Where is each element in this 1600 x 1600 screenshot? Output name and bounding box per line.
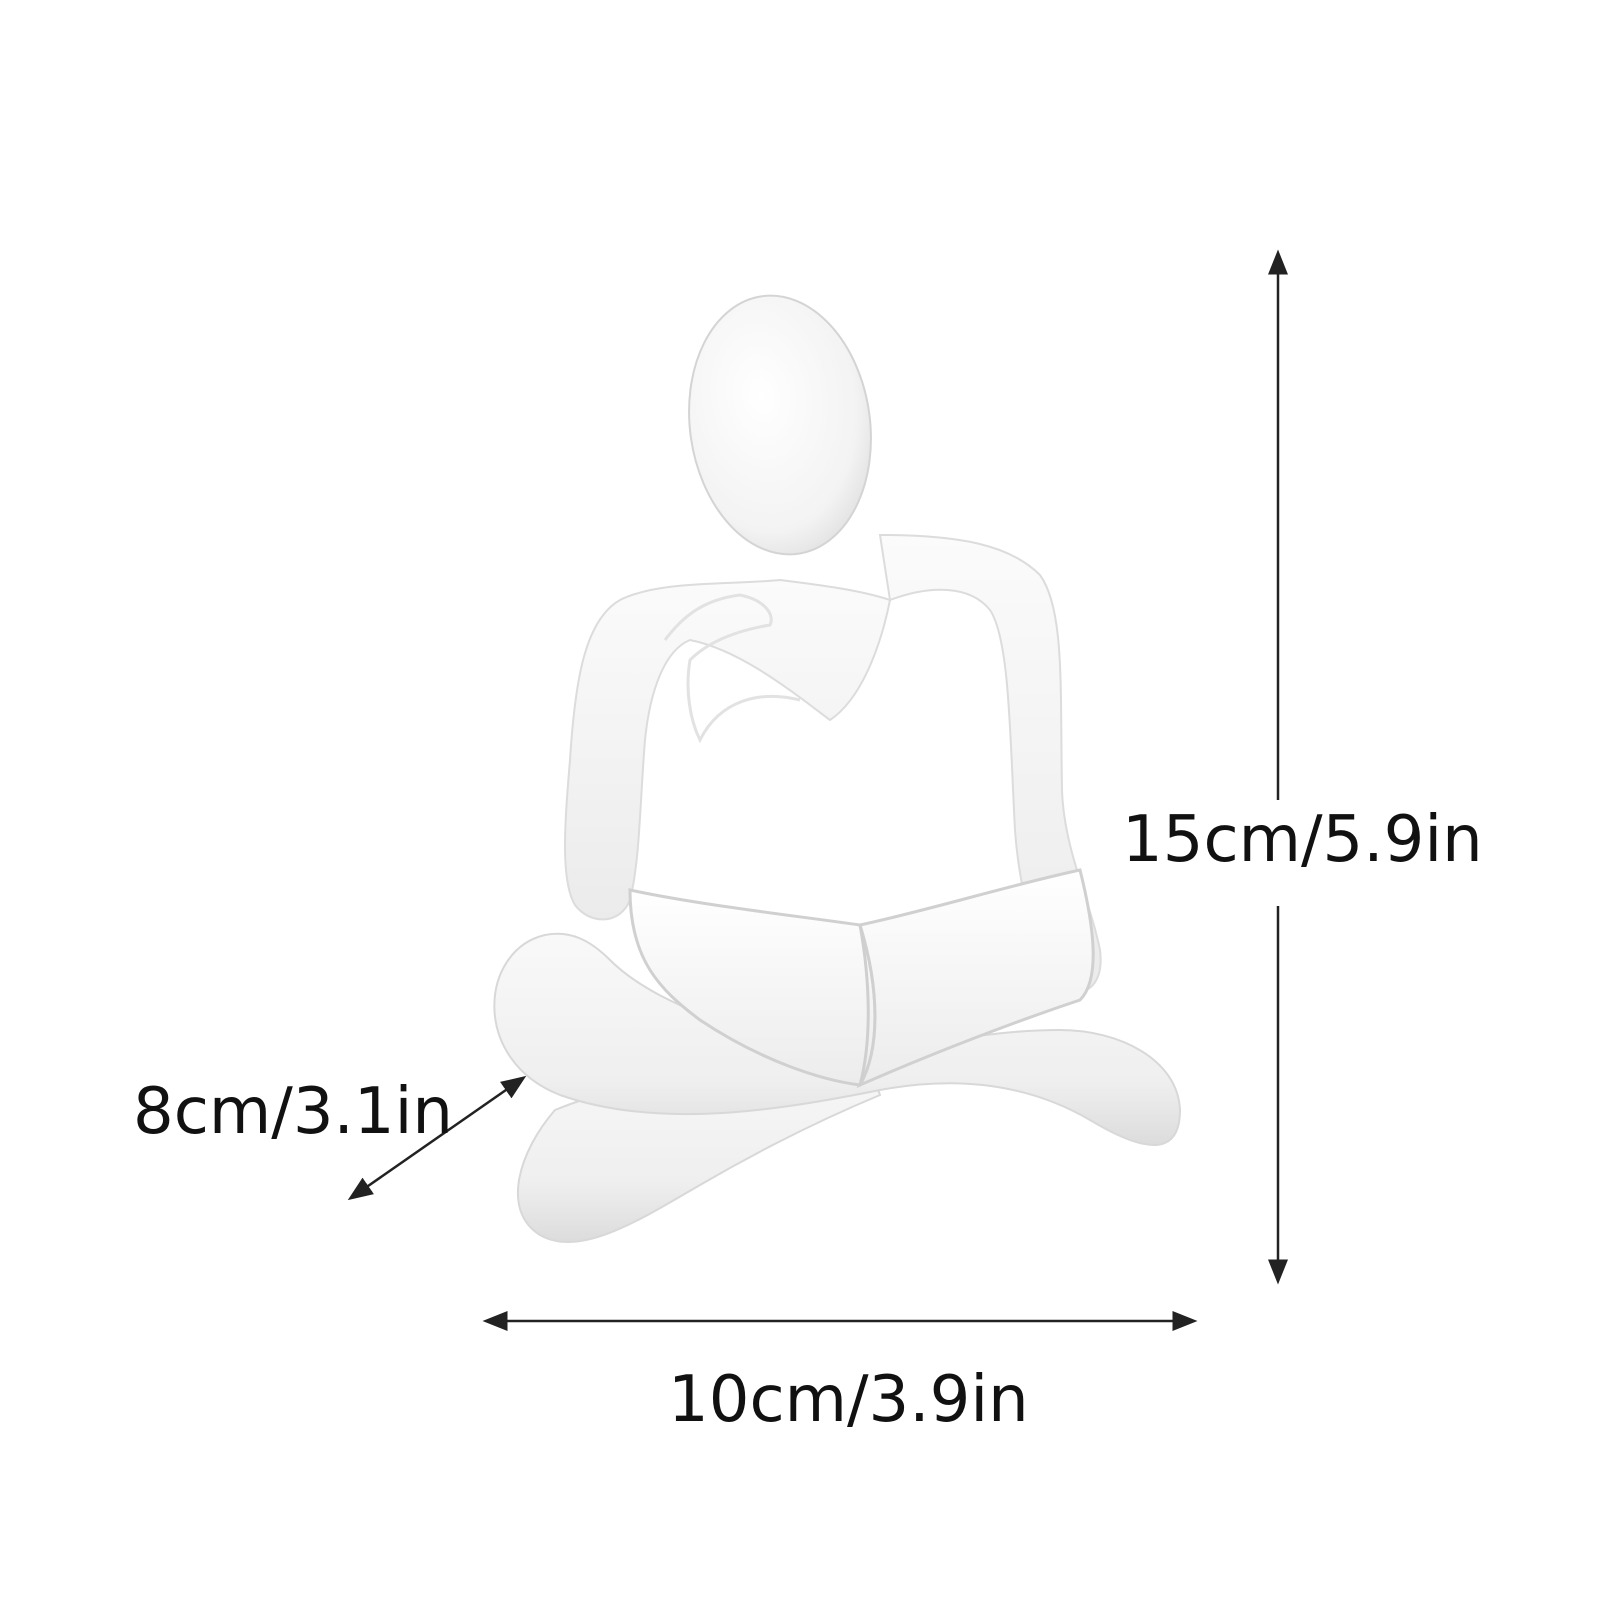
width-label: 10cm/3.9in xyxy=(668,1363,1029,1437)
height-label: 15cm/5.9in xyxy=(1122,803,1483,877)
statue-torso xyxy=(564,578,892,921)
depth-label: 8cm/3.1in xyxy=(133,1075,453,1149)
statue-book xyxy=(628,868,1095,1089)
statue-head xyxy=(688,294,872,556)
depth-dimension-arrow xyxy=(347,1075,527,1201)
